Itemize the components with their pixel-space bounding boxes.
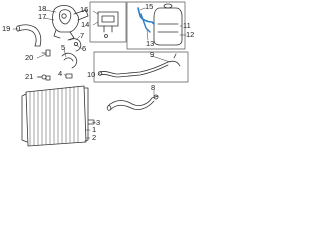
coolant-system-parts-diagram: 18 17 19 20 21 7 6 5 4 16 14 15 13 11 12… xyxy=(0,0,200,147)
overflow-hose-part-13b xyxy=(140,13,151,33)
callout-1: 1 xyxy=(92,125,97,134)
callout-17: 17 xyxy=(38,12,47,21)
fitting-part-7 xyxy=(69,38,82,52)
callout-6: 6 xyxy=(82,44,87,53)
hose-part-19 xyxy=(15,24,42,47)
callout-7: 7 xyxy=(80,31,85,40)
thermostat-housing-part xyxy=(52,5,89,41)
callout-2: 2 xyxy=(92,133,97,142)
callout-4: 4 xyxy=(58,69,63,78)
callout-9: 9 xyxy=(150,50,155,59)
callout-5: 5 xyxy=(61,43,66,52)
callout-box-9-10 xyxy=(93,51,189,83)
sensor-bracket-part-14-16 xyxy=(97,11,119,38)
callout-20: 20 xyxy=(25,53,34,62)
diagram-artwork xyxy=(12,1,189,147)
callout-box-11-15 xyxy=(126,1,186,50)
bypass-hose-part-9-10 xyxy=(97,53,181,78)
callout-19: 19 xyxy=(2,24,11,33)
callout-21: 21 xyxy=(25,72,34,81)
radiator-part xyxy=(21,85,95,147)
leader-lines xyxy=(12,7,187,139)
callout-11: 11 xyxy=(183,21,191,30)
callout-15: 15 xyxy=(145,2,154,11)
callout-3: 3 xyxy=(96,118,101,127)
fittings-part-20-21 xyxy=(37,49,51,81)
callout-box-14-16 xyxy=(89,1,127,43)
callout-16: 16 xyxy=(80,5,89,14)
callout-10: 10 xyxy=(87,70,96,79)
callout-8: 8 xyxy=(151,83,156,92)
coolant-reservoir-part xyxy=(153,3,183,46)
lower-hose-part-8 xyxy=(106,94,159,111)
callout-14: 14 xyxy=(81,20,90,29)
callout-13: 13 xyxy=(146,39,155,48)
overflow-hose-part-13 xyxy=(137,7,155,25)
hose-part-5-6 xyxy=(61,52,78,79)
callout-18: 18 xyxy=(38,4,47,13)
callout-12: 12 xyxy=(186,30,195,39)
